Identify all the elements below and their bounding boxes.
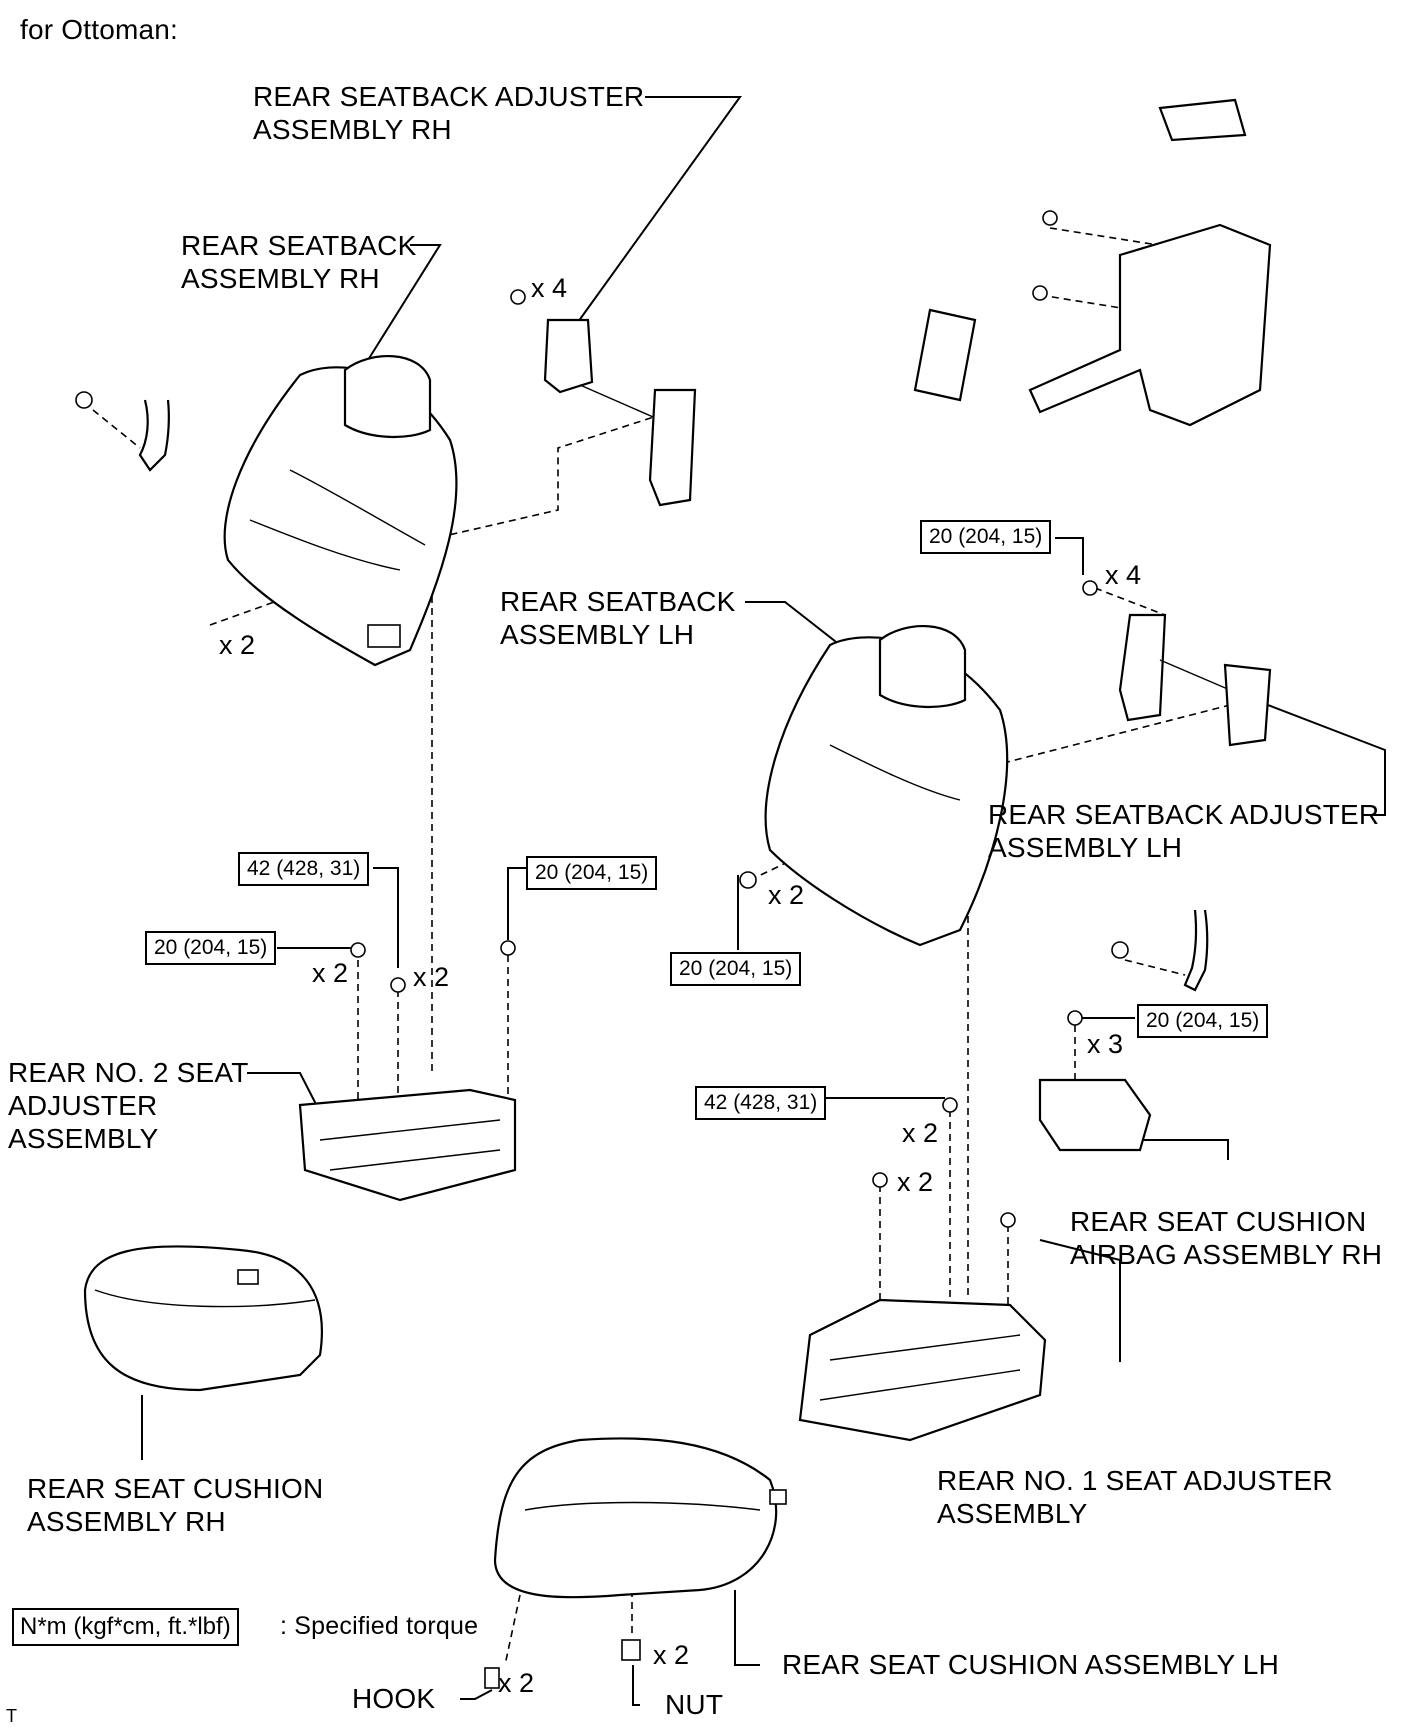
torque-spec-box: 20 (204, 15) — [1137, 1004, 1269, 1038]
rear-seatback-lh-part — [739, 624, 1009, 947]
quantity-label: x 2 — [897, 1167, 934, 1197]
label-line: REAR NO. 1 SEAT ADJUSTER — [937, 1465, 1333, 1496]
rear-no1-seat-adjuster-part — [798, 1097, 1047, 1442]
label-line: REAR SEATBACK — [500, 586, 736, 617]
leader-lines — [141, 96, 1386, 1706]
torque-legend-text: : Specified torque — [280, 1612, 479, 1640]
label-rear-seatback-adjuster-lh: REAR SEATBACK ADJUSTER ASSEMBLY LH — [988, 798, 1379, 864]
label-rear-seatback-rh: REAR SEATBACK ASSEMBLY RH — [181, 229, 416, 295]
ottoman-frame-part — [913, 98, 1272, 427]
torque-legend-box: N*m (kgf*cm, ft.*lbf) — [12, 1608, 239, 1646]
rear-seat-cushion-lh-part — [484, 1437, 787, 1689]
quantity-label: x 4 — [531, 273, 568, 303]
label-line: REAR NO. 2 SEAT — [8, 1057, 249, 1088]
quantity-label: x 2 — [312, 958, 349, 988]
seatback-adjuster-rh-part — [510, 289, 697, 507]
label-hook: HOOK — [352, 1683, 436, 1714]
label-line: ASSEMBLY RH — [27, 1506, 226, 1537]
seat-belt-anchor-lh-part — [1111, 909, 1209, 992]
rear-no2-seat-adjuster-part — [298, 940, 517, 1202]
seat-belt-anchor-part — [75, 391, 170, 472]
quantity-label: x 2 — [498, 1668, 535, 1698]
label-rear-seatback-adjuster-rh: REAR SEATBACK ADJUSTER ASSEMBLY RH — [253, 80, 644, 146]
label-line: ASSEMBLY LH — [500, 619, 695, 650]
torque-spec-box: 42 (428, 31) — [695, 1086, 827, 1120]
torque-spec-box: 42 (428, 31) — [238, 852, 370, 886]
alignment-lines — [92, 227, 1231, 1666]
label-line: AIRBAG ASSEMBLY RH — [1070, 1239, 1383, 1270]
quantity-label: x 2 — [413, 962, 450, 992]
footer-mark: T — [6, 1706, 18, 1726]
seatback-adjuster-lh-part — [1082, 580, 1272, 747]
quantity-label: x 2 — [768, 880, 805, 910]
label-line: ASSEMBLY RH — [181, 263, 380, 294]
label-nut: NUT — [665, 1689, 724, 1720]
quantity-label: x 3 — [1087, 1029, 1124, 1059]
label-line: ASSEMBLY RH — [253, 114, 452, 145]
label-line: REAR SEAT CUSHION — [1070, 1206, 1367, 1237]
label-rear-no2-seat-adjuster: REAR NO. 2 SEAT ADJUSTER ASSEMBLY — [8, 1056, 249, 1155]
header-title: for Ottoman: — [20, 14, 179, 45]
label-line: ASSEMBLY LH — [988, 832, 1183, 863]
quantity-label: x 4 — [1105, 560, 1142, 590]
label-rear-no1-seat-adjuster: REAR NO. 1 SEAT ADJUSTER ASSEMBLY — [937, 1464, 1333, 1530]
label-line: REAR SEAT CUSHION — [27, 1473, 324, 1504]
torque-spec-box: 20 (204, 15) — [670, 952, 802, 986]
cushion-airbag-rh-part — [1038, 1010, 1152, 1152]
label-line: REAR SEATBACK ADJUSTER — [253, 81, 645, 112]
rear-seatback-rh-part — [223, 354, 458, 667]
torque-spec-box: 20 (204, 15) — [920, 520, 1052, 554]
quantity-label: x 2 — [219, 630, 256, 660]
label-line: ADJUSTER — [8, 1090, 158, 1121]
label-line: ASSEMBLY — [937, 1498, 1088, 1529]
label-line: REAR SEATBACK ADJUSTER — [988, 799, 1380, 830]
label-rear-seat-cushion-lh: REAR SEAT CUSHION ASSEMBLY LH — [782, 1649, 1279, 1680]
rear-seat-cushion-rh-part — [83, 1245, 323, 1392]
label-line: REAR SEATBACK — [181, 230, 417, 261]
label-rear-seatback-lh: REAR SEATBACK ASSEMBLY LH — [500, 585, 735, 651]
torque-spec-box: 20 (204, 15) — [145, 931, 277, 965]
label-rear-seat-cushion-airbag-rh: REAR SEAT CUSHION AIRBAG ASSEMBLY RH — [1070, 1205, 1382, 1271]
label-rear-seat-cushion-rh: REAR SEAT CUSHION ASSEMBLY RH — [27, 1472, 323, 1538]
quantity-label: x 2 — [902, 1118, 939, 1148]
quantity-label: x 2 — [653, 1640, 690, 1670]
torque-spec-box: 20 (204, 15) — [526, 856, 658, 890]
label-line: ASSEMBLY — [8, 1123, 159, 1154]
